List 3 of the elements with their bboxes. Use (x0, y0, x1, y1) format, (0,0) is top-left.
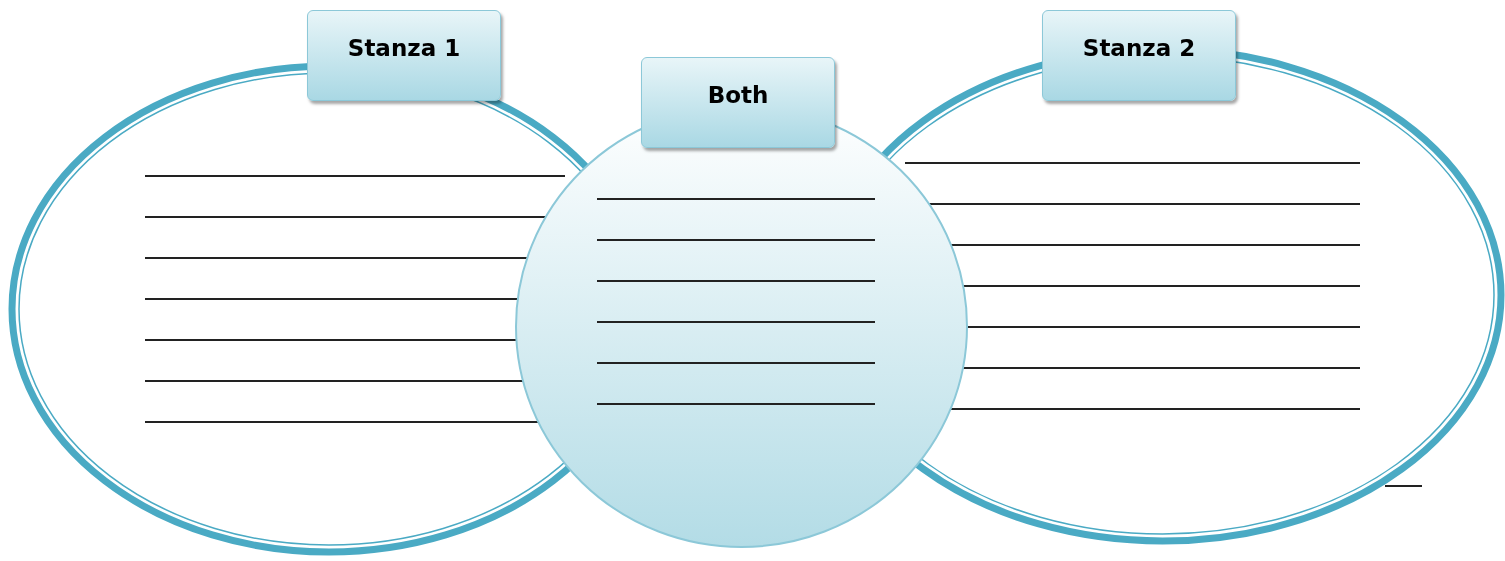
heading-tab: Both (641, 57, 835, 148)
heading-tab: Stanza 2 (1042, 10, 1236, 101)
heading-tab: Stanza 1 (307, 10, 501, 101)
